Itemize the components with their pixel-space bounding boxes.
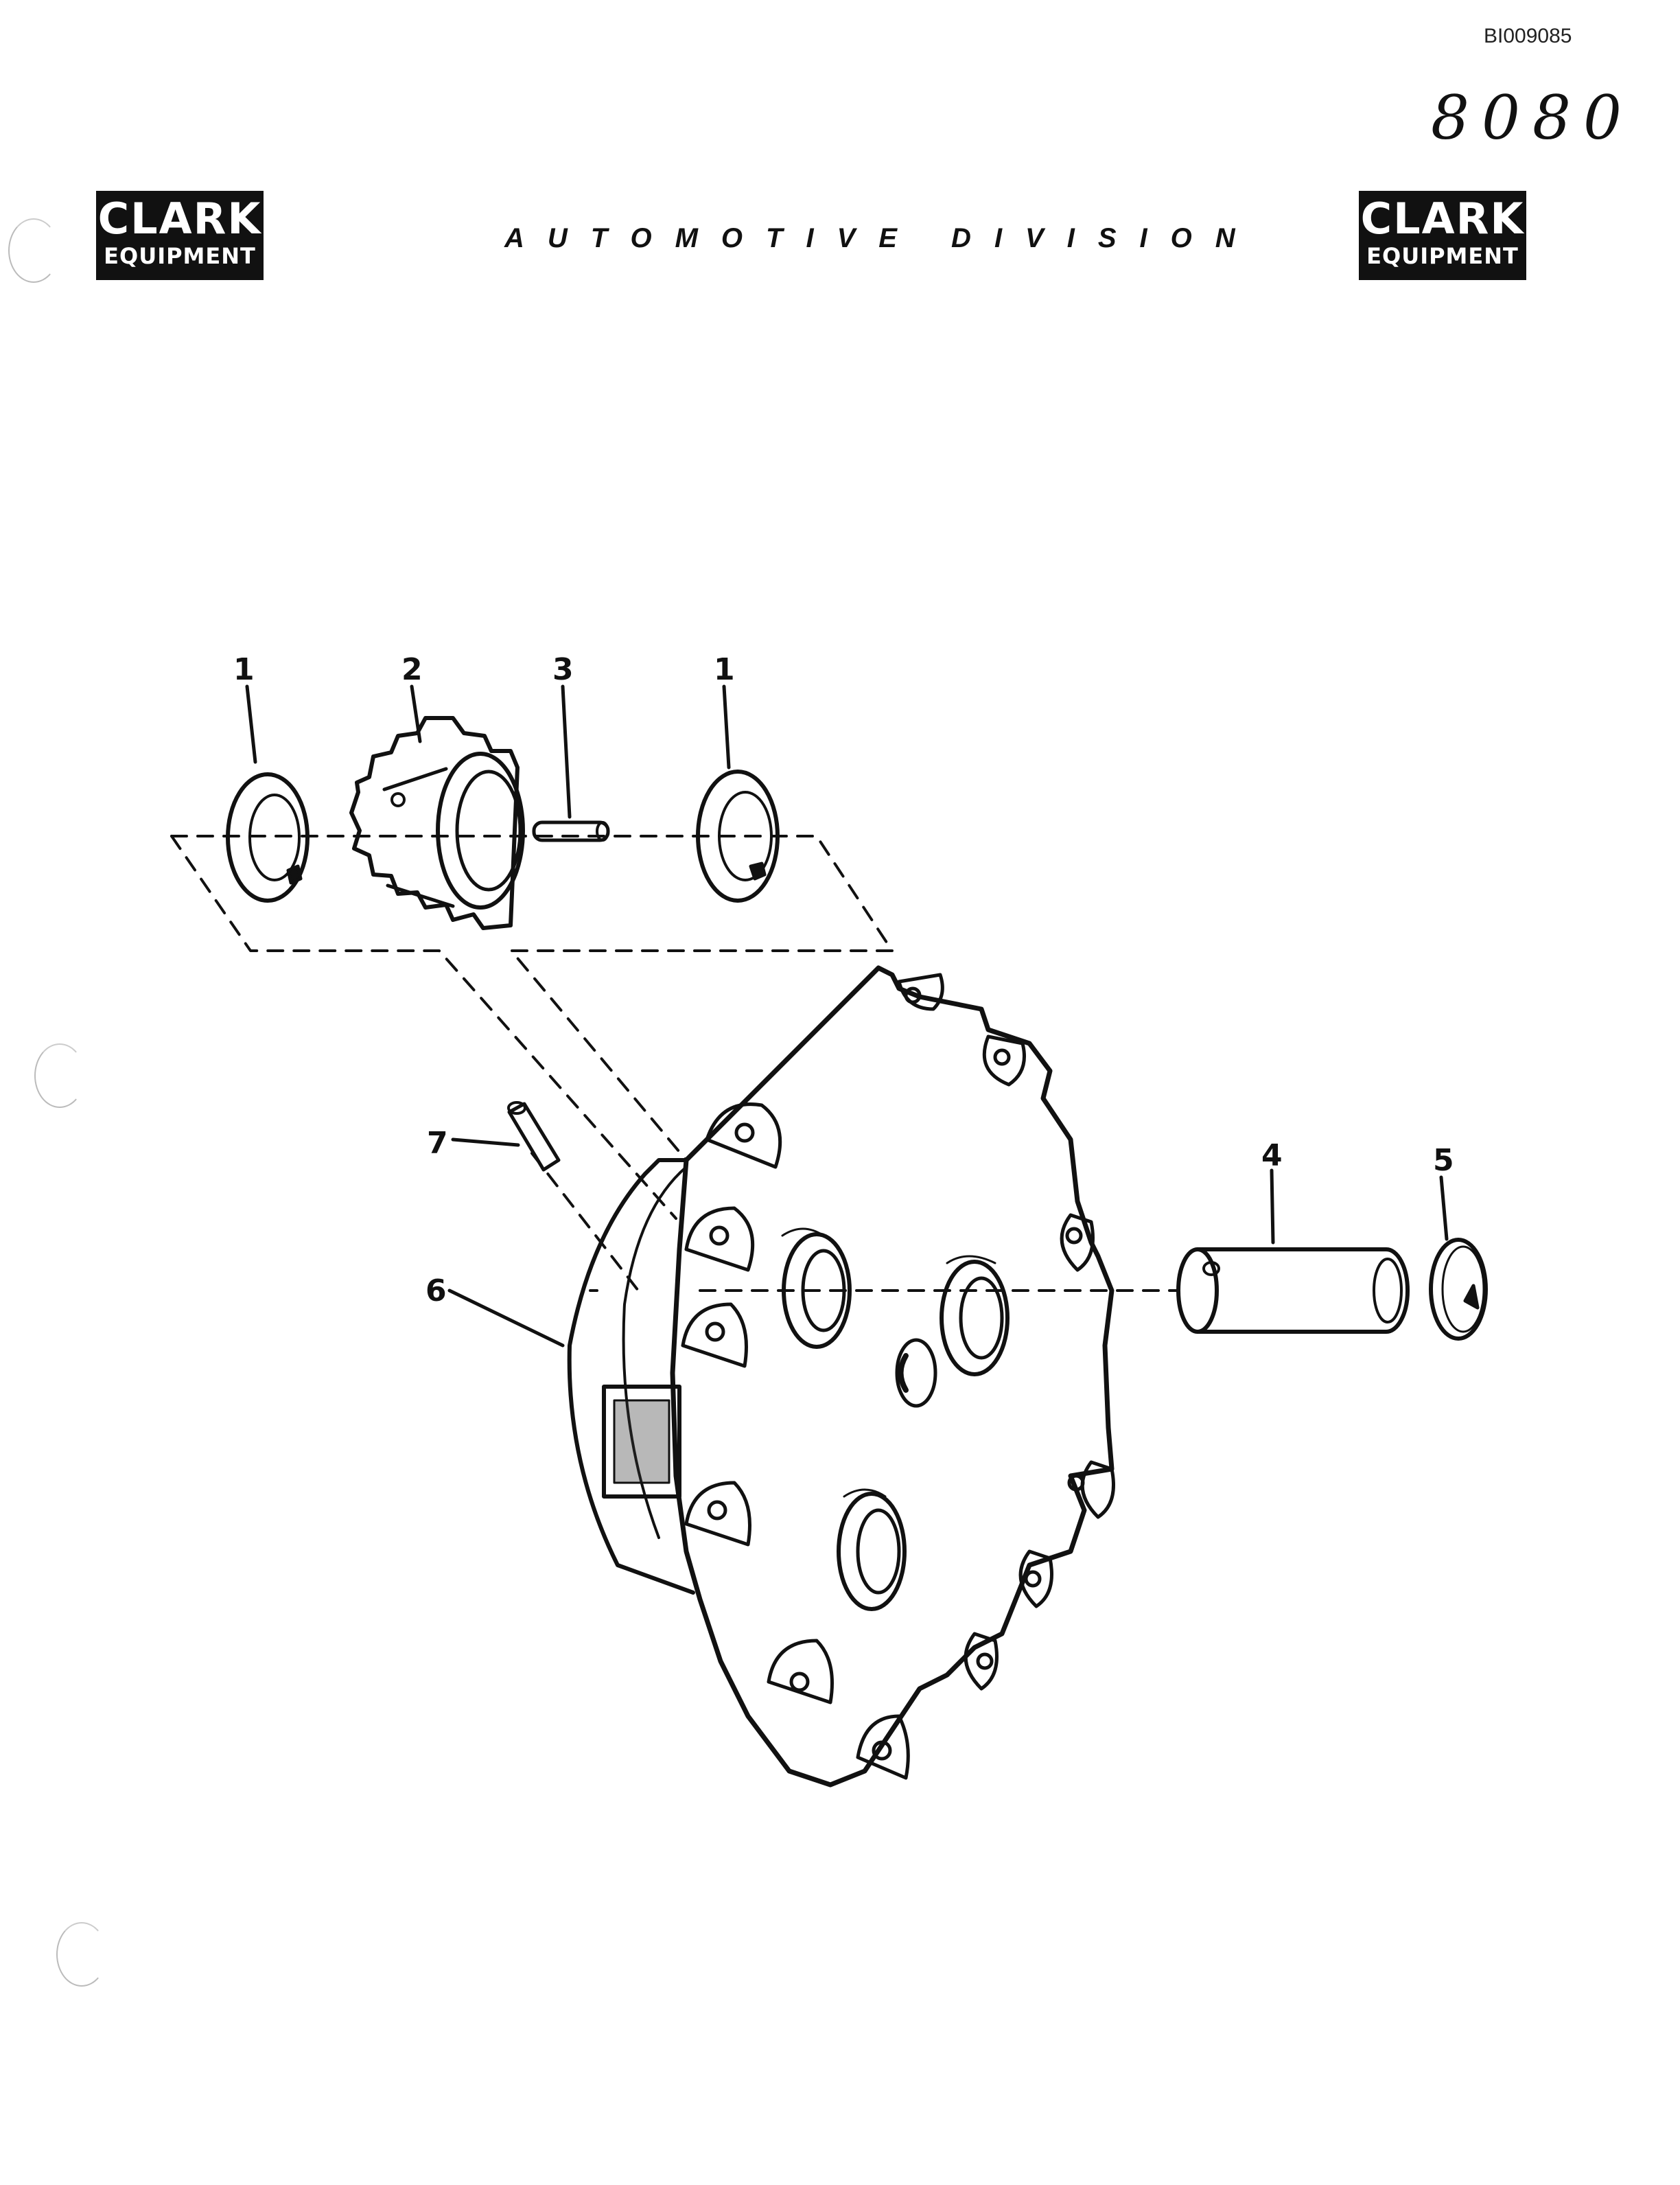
binder-hole-middle (34, 1043, 85, 1108)
callout-leaders (245, 684, 1449, 1348)
binder-hole-top (8, 218, 59, 283)
thrust-washer-left (226, 772, 310, 903)
roll-pin (507, 1101, 561, 1172)
gear-pin (532, 820, 610, 842)
pump-gear (349, 716, 525, 930)
logo-right-line1: CLARK (1360, 194, 1525, 244)
callout-item-2: 2 (401, 652, 423, 687)
callout-item-4: 4 (1261, 1138, 1283, 1173)
idler-shaft (1176, 1247, 1410, 1334)
thrust-washer-right (696, 770, 780, 903)
assembly-guide-lines (170, 835, 1178, 1292)
callout-item-3: 3 (552, 652, 574, 687)
callout-item-5: 5 (1433, 1143, 1454, 1178)
clark-equipment-logo-right: CLARK EQUIPMENT (1359, 191, 1526, 280)
pump-housing (567, 965, 1115, 1788)
binder-hole-bottom (56, 1922, 107, 1987)
logo-right-line2: EQUIPMENT (1366, 243, 1519, 269)
document-id: BI009085 (1484, 25, 1572, 47)
callout-item-6: 6 (425, 1273, 447, 1308)
logo-left-line1: CLARK (97, 194, 262, 244)
handwritten-page-number: 8080 (1431, 82, 1634, 153)
callout-item-1-left: 1 (233, 652, 255, 687)
callout-item-7: 7 (427, 1126, 448, 1161)
expansion-plug (1429, 1238, 1488, 1341)
clark-equipment-logo-left: CLARK EQUIPMENT (96, 191, 264, 280)
division-heading: AUTOMOTIVE DIVISION (504, 223, 1259, 253)
logo-left-line2: EQUIPMENT (104, 243, 256, 269)
callout-item-1-right: 1 (714, 652, 735, 687)
